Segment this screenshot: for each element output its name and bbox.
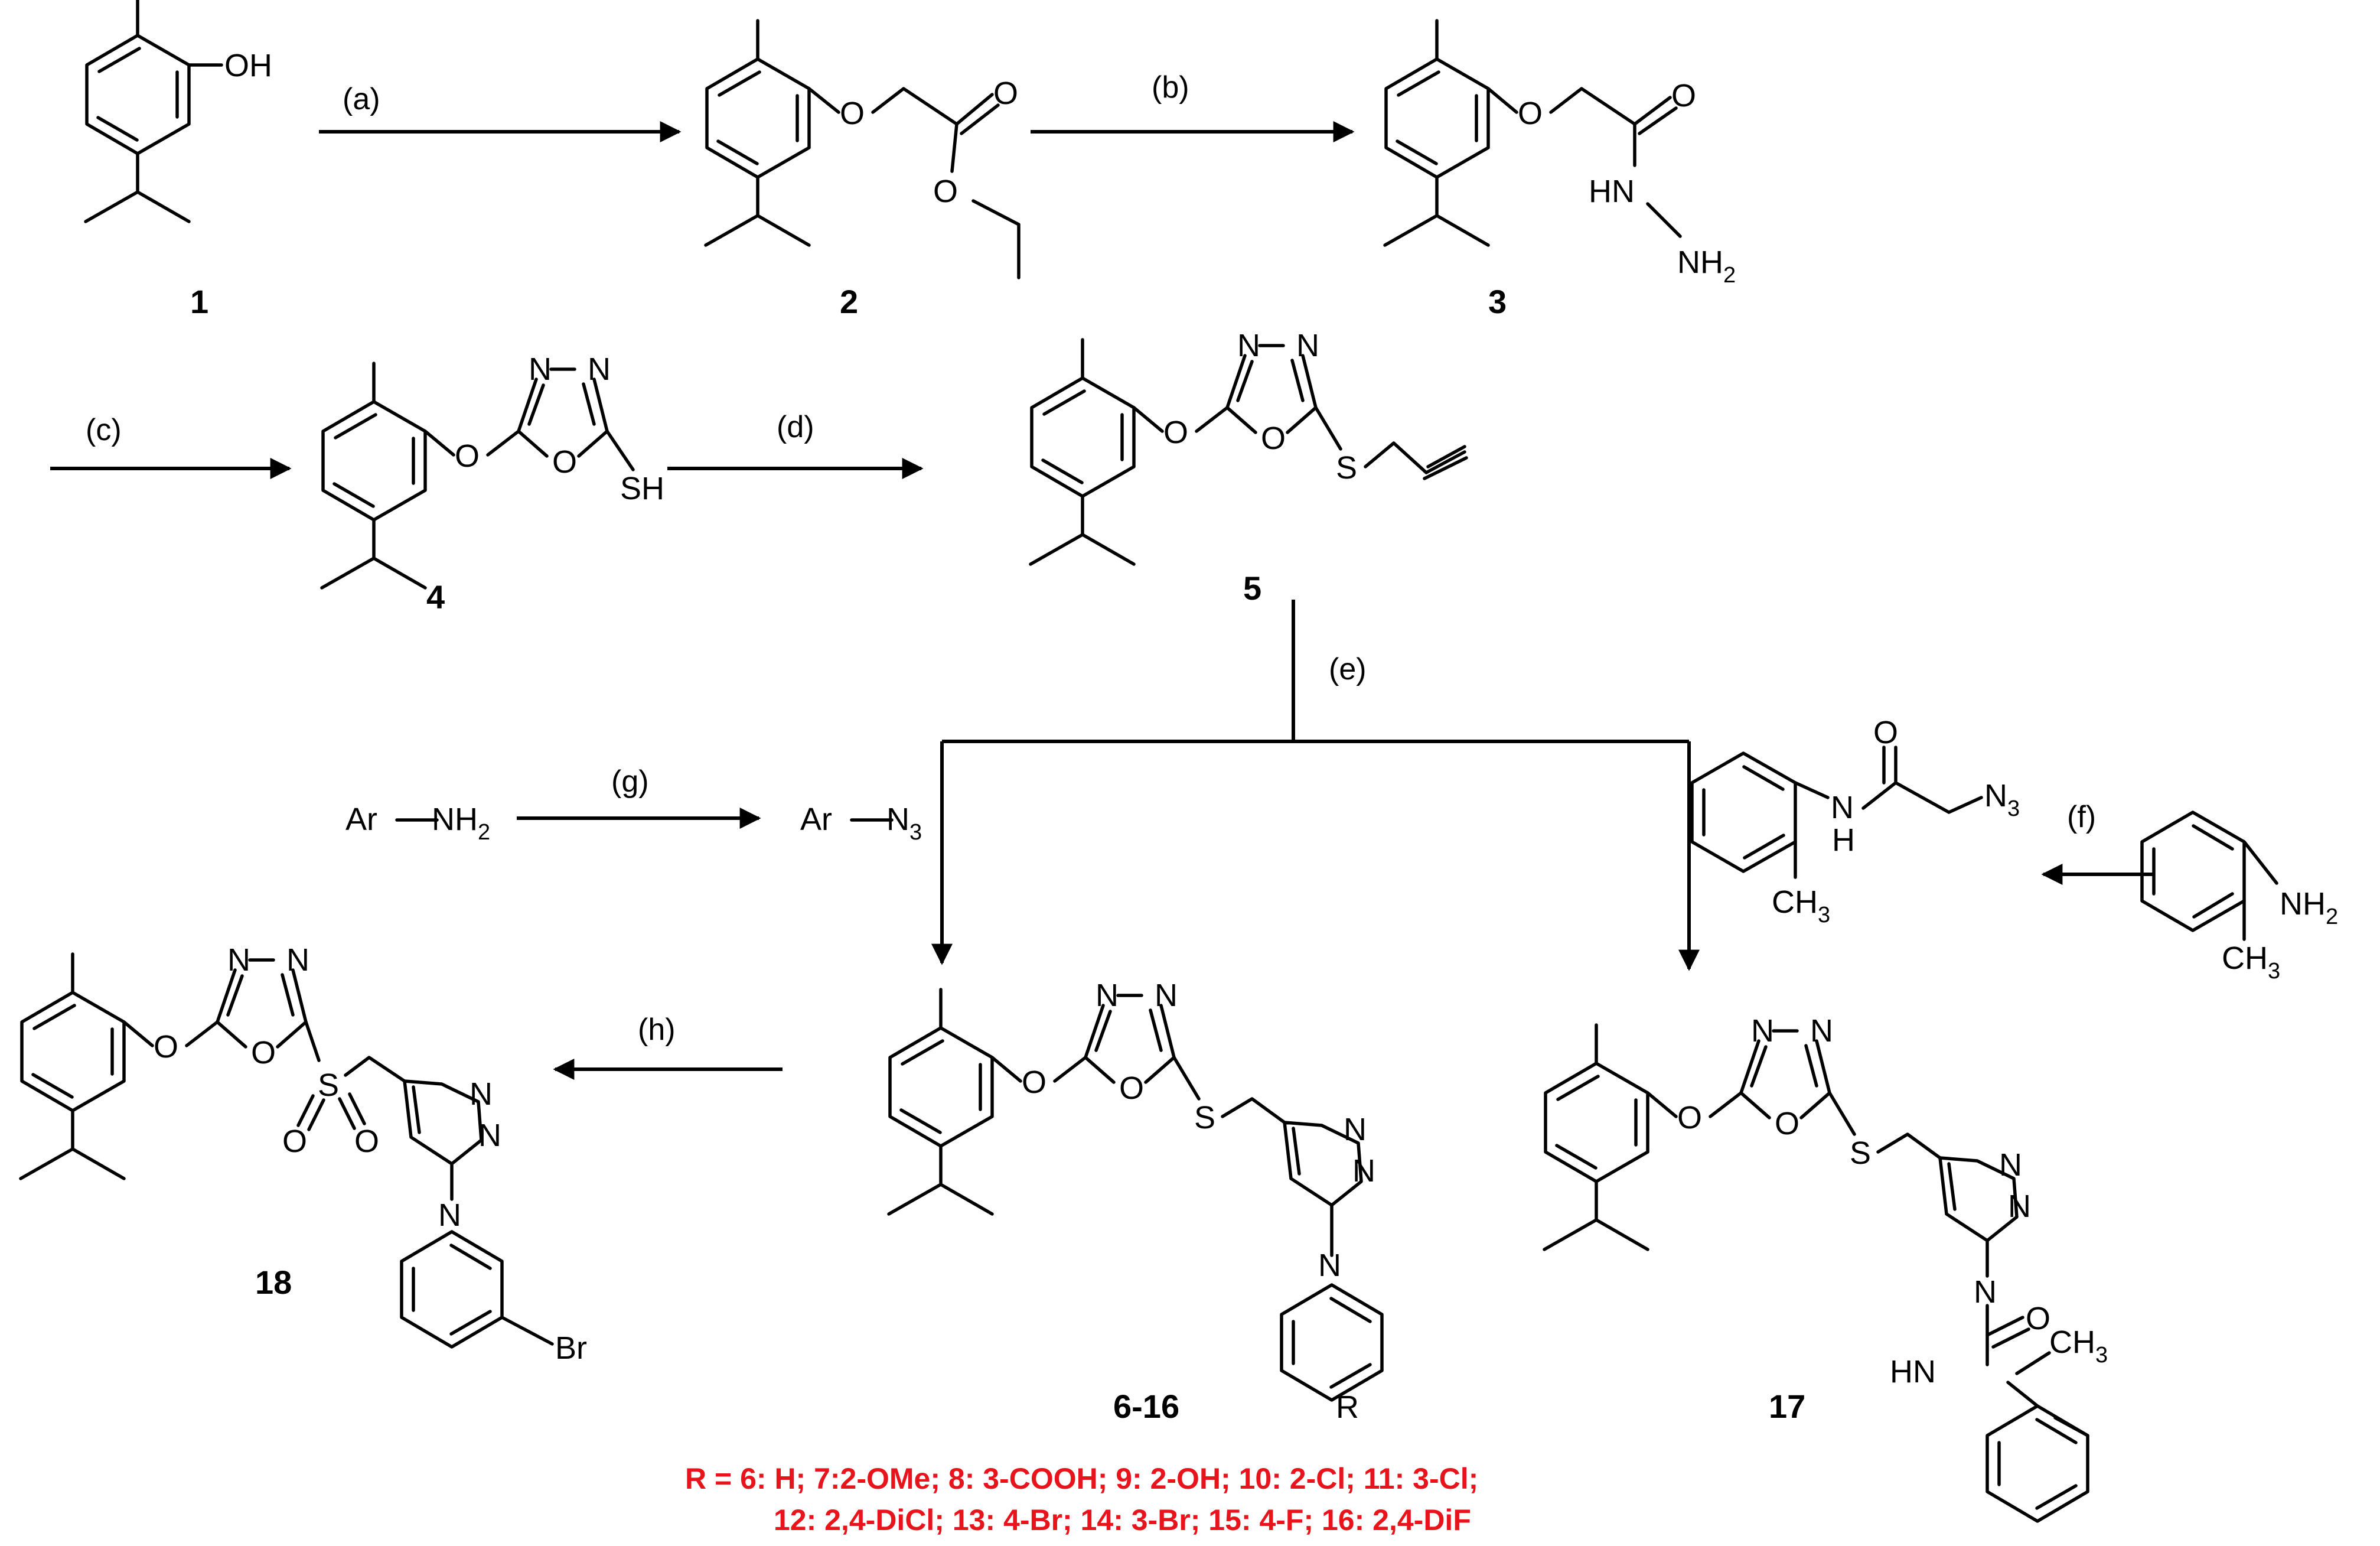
sulfonyl-s: S (318, 1067, 339, 1103)
r-group-line-1: R = 6: H; 7:2-OMe; 8: 3-COOH; 9: 2-OH; 1… (685, 1462, 1478, 1495)
step-label-g: (g) (611, 764, 649, 799)
ester-oxygen: O (933, 174, 958, 209)
compound-label-17: 17 (1769, 1388, 1805, 1425)
thioether-s: S (1194, 1100, 1215, 1135)
compound-label-6-16: 6-16 (1113, 1388, 1179, 1425)
oxadiazole-n4: N (1810, 1013, 1833, 1049)
oxadiazole-o1: O (1261, 421, 1286, 456)
oxadiazole-n3: N (1751, 1013, 1774, 1049)
o-toluidine: NH2 CH3 (2140, 811, 2338, 984)
azide-n3: N3 (1984, 778, 2020, 821)
compound-4: O N N O SH 4 (322, 351, 664, 616)
carbonyl-oxygen: O (1671, 78, 1696, 113)
carbonyl-oxygen: O (2026, 1301, 2050, 1336)
compound-label-1: 1 (190, 283, 208, 320)
hydrazide-hn: HN (1589, 174, 1635, 209)
oxadiazole-n4: N (286, 942, 309, 978)
step-label-h: (h) (638, 1013, 676, 1047)
compound-5: O N N O S 5 (1031, 328, 1468, 607)
substituent-r: R (1336, 1389, 1359, 1425)
hydrazide-nh2: NH2 (1677, 245, 1736, 288)
compound-label-5: 5 (1243, 569, 1261, 607)
triazole-n1: N (438, 1197, 461, 1233)
triazole-n2: N (2008, 1189, 2031, 1224)
step-label-a: (a) (343, 82, 380, 116)
oxadiazole-n3: N (1237, 328, 1260, 363)
oxadiazole-n4: N (588, 351, 611, 387)
oxadiazole-o1: O (552, 444, 577, 480)
methyl-ch3: CH3 (1772, 884, 1830, 927)
reaction-arrows (50, 121, 2153, 1080)
oxadiazole-o1: O (251, 1035, 276, 1070)
compound-3: O O HN NH2 3 (1385, 21, 1736, 320)
oxadiazole-n4: N (1296, 328, 1319, 363)
ether-oxygen: O (1022, 1065, 1046, 1100)
amide-oxygen: O (1873, 715, 1898, 750)
step-label-e: (e) (1329, 652, 1367, 686)
oxadiazole-o1: O (1119, 1070, 1144, 1106)
step-labels: (a) (b) (c) (d) (e) (f) (g) (h) (86, 70, 2096, 1047)
oxadiazole-n3: N (1096, 978, 1119, 1013)
compound-18: O N N O S O O N N N Br 18 (21, 942, 587, 1366)
step-label-c: (c) (86, 413, 122, 447)
sulfonyl-oxygen-2: O (354, 1124, 379, 1159)
thiol-sh: SH (620, 471, 664, 506)
compound-17: O N N O S N N N O HN CH3 17 (1544, 1013, 2108, 1523)
amide-hn: HN (1890, 1354, 1936, 1389)
amide-h: H (1832, 822, 1855, 858)
r-group-legend: R = 6: H; 7:2-OMe; 8: 3-COOH; 9: 2-OH; 1… (685, 1462, 1478, 1537)
oxadiazole-n4: N (1155, 978, 1178, 1013)
thioether-s: S (1850, 1135, 1871, 1171)
ether-oxygen: O (154, 1029, 178, 1065)
methyl-ch3: CH3 (2049, 1324, 2108, 1368)
step-label-b: (b) (1152, 70, 1189, 105)
thioether-s: S (1336, 450, 1357, 486)
compound-label-3: 3 (1488, 283, 1507, 320)
methyl-ch3: CH3 (2222, 940, 2280, 984)
hydroxyl-label: OH (224, 48, 272, 83)
triazole-n3: N (470, 1076, 493, 1112)
azidoacetamide-reagent: O N H N3 CH3 (1690, 715, 2020, 927)
ether-oxygen: O (1677, 1100, 1702, 1135)
compound-label-4: 4 (426, 578, 445, 616)
triazole-n3: N (1344, 1112, 1367, 1147)
amide-nh: N (1831, 790, 1854, 825)
ether-oxygen: O (840, 96, 865, 131)
ether-oxygen: O (1518, 96, 1543, 131)
triazole-n1: N (1974, 1274, 1997, 1310)
triazole-n2: N (1352, 1153, 1375, 1189)
compound-label-18: 18 (255, 1264, 292, 1301)
step-label-f: (f) (2067, 800, 2096, 834)
carbonyl-oxygen: O (993, 76, 1018, 111)
oxadiazole-n3: N (529, 351, 552, 387)
sulfonyl-oxygen-1: O (282, 1124, 307, 1159)
compound-label-2: 2 (840, 283, 858, 320)
ether-oxygen: O (1163, 415, 1188, 450)
oxadiazole-n3: N (227, 942, 250, 978)
compound-6-16: O N N O S N N N R 6-16 (889, 978, 1384, 1425)
r-group-line-2: 12: 2,4-DiCl; 13: 4-Br; 14: 3-Br; 15: 4-… (774, 1503, 1471, 1537)
triazole-n1: N (1318, 1248, 1341, 1283)
oxadiazole-o1: O (1775, 1106, 1799, 1141)
bromine-br: Br (555, 1330, 587, 1366)
triazole-n3: N (1999, 1147, 2022, 1183)
compound-2: O O O 2 (706, 21, 1021, 320)
ether-oxygen: O (455, 438, 480, 474)
amine-nh2: NH2 (2280, 886, 2338, 929)
compound-1: OH 1 (86, 0, 272, 320)
triazole-n2: N (478, 1118, 501, 1153)
step-label-d: (d) (777, 410, 814, 444)
